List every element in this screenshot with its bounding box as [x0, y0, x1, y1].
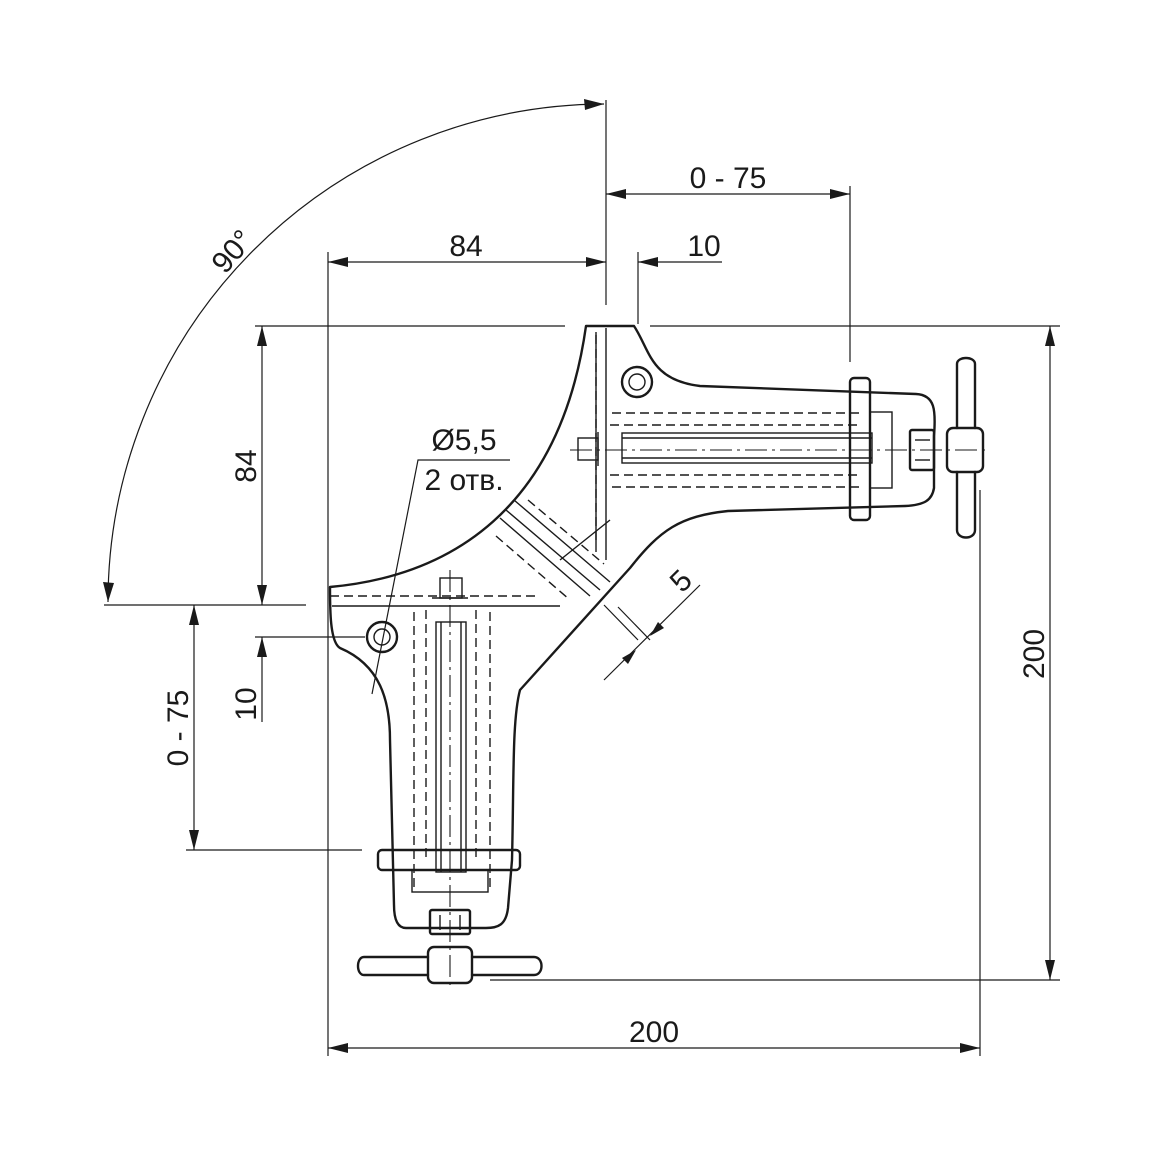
gap-5-label: 5 — [664, 564, 699, 599]
hole-diameter-label: Ø5,5 — [431, 424, 496, 457]
dimensions — [103, 99, 1060, 1056]
mounting-hole-left — [365, 620, 399, 654]
left-t-handle — [356, 955, 543, 977]
offset-10-top-label: 10 — [687, 230, 720, 263]
hole-count-label: 2 отв. — [424, 464, 503, 497]
clamp-body — [328, 324, 936, 930]
overall-height-label: 200 — [1018, 629, 1051, 679]
left-range-label: 0 - 75 — [162, 690, 195, 767]
mounting-hole-top — [620, 365, 654, 399]
top-t-handle — [955, 356, 977, 539]
top-clamp-screw — [570, 356, 990, 539]
clamp-body-outline — [328, 324, 936, 930]
diagonal-slot — [495, 499, 611, 601]
top-range-label: 0 - 75 — [690, 162, 767, 195]
height-84-label: 84 — [230, 449, 263, 482]
width-84-label: 84 — [449, 230, 482, 263]
left-clamp-screw — [356, 570, 543, 990]
offset-10-left-label: 10 — [230, 687, 263, 720]
angle-label: 90° — [205, 224, 260, 280]
overall-width-label: 200 — [629, 1016, 679, 1049]
